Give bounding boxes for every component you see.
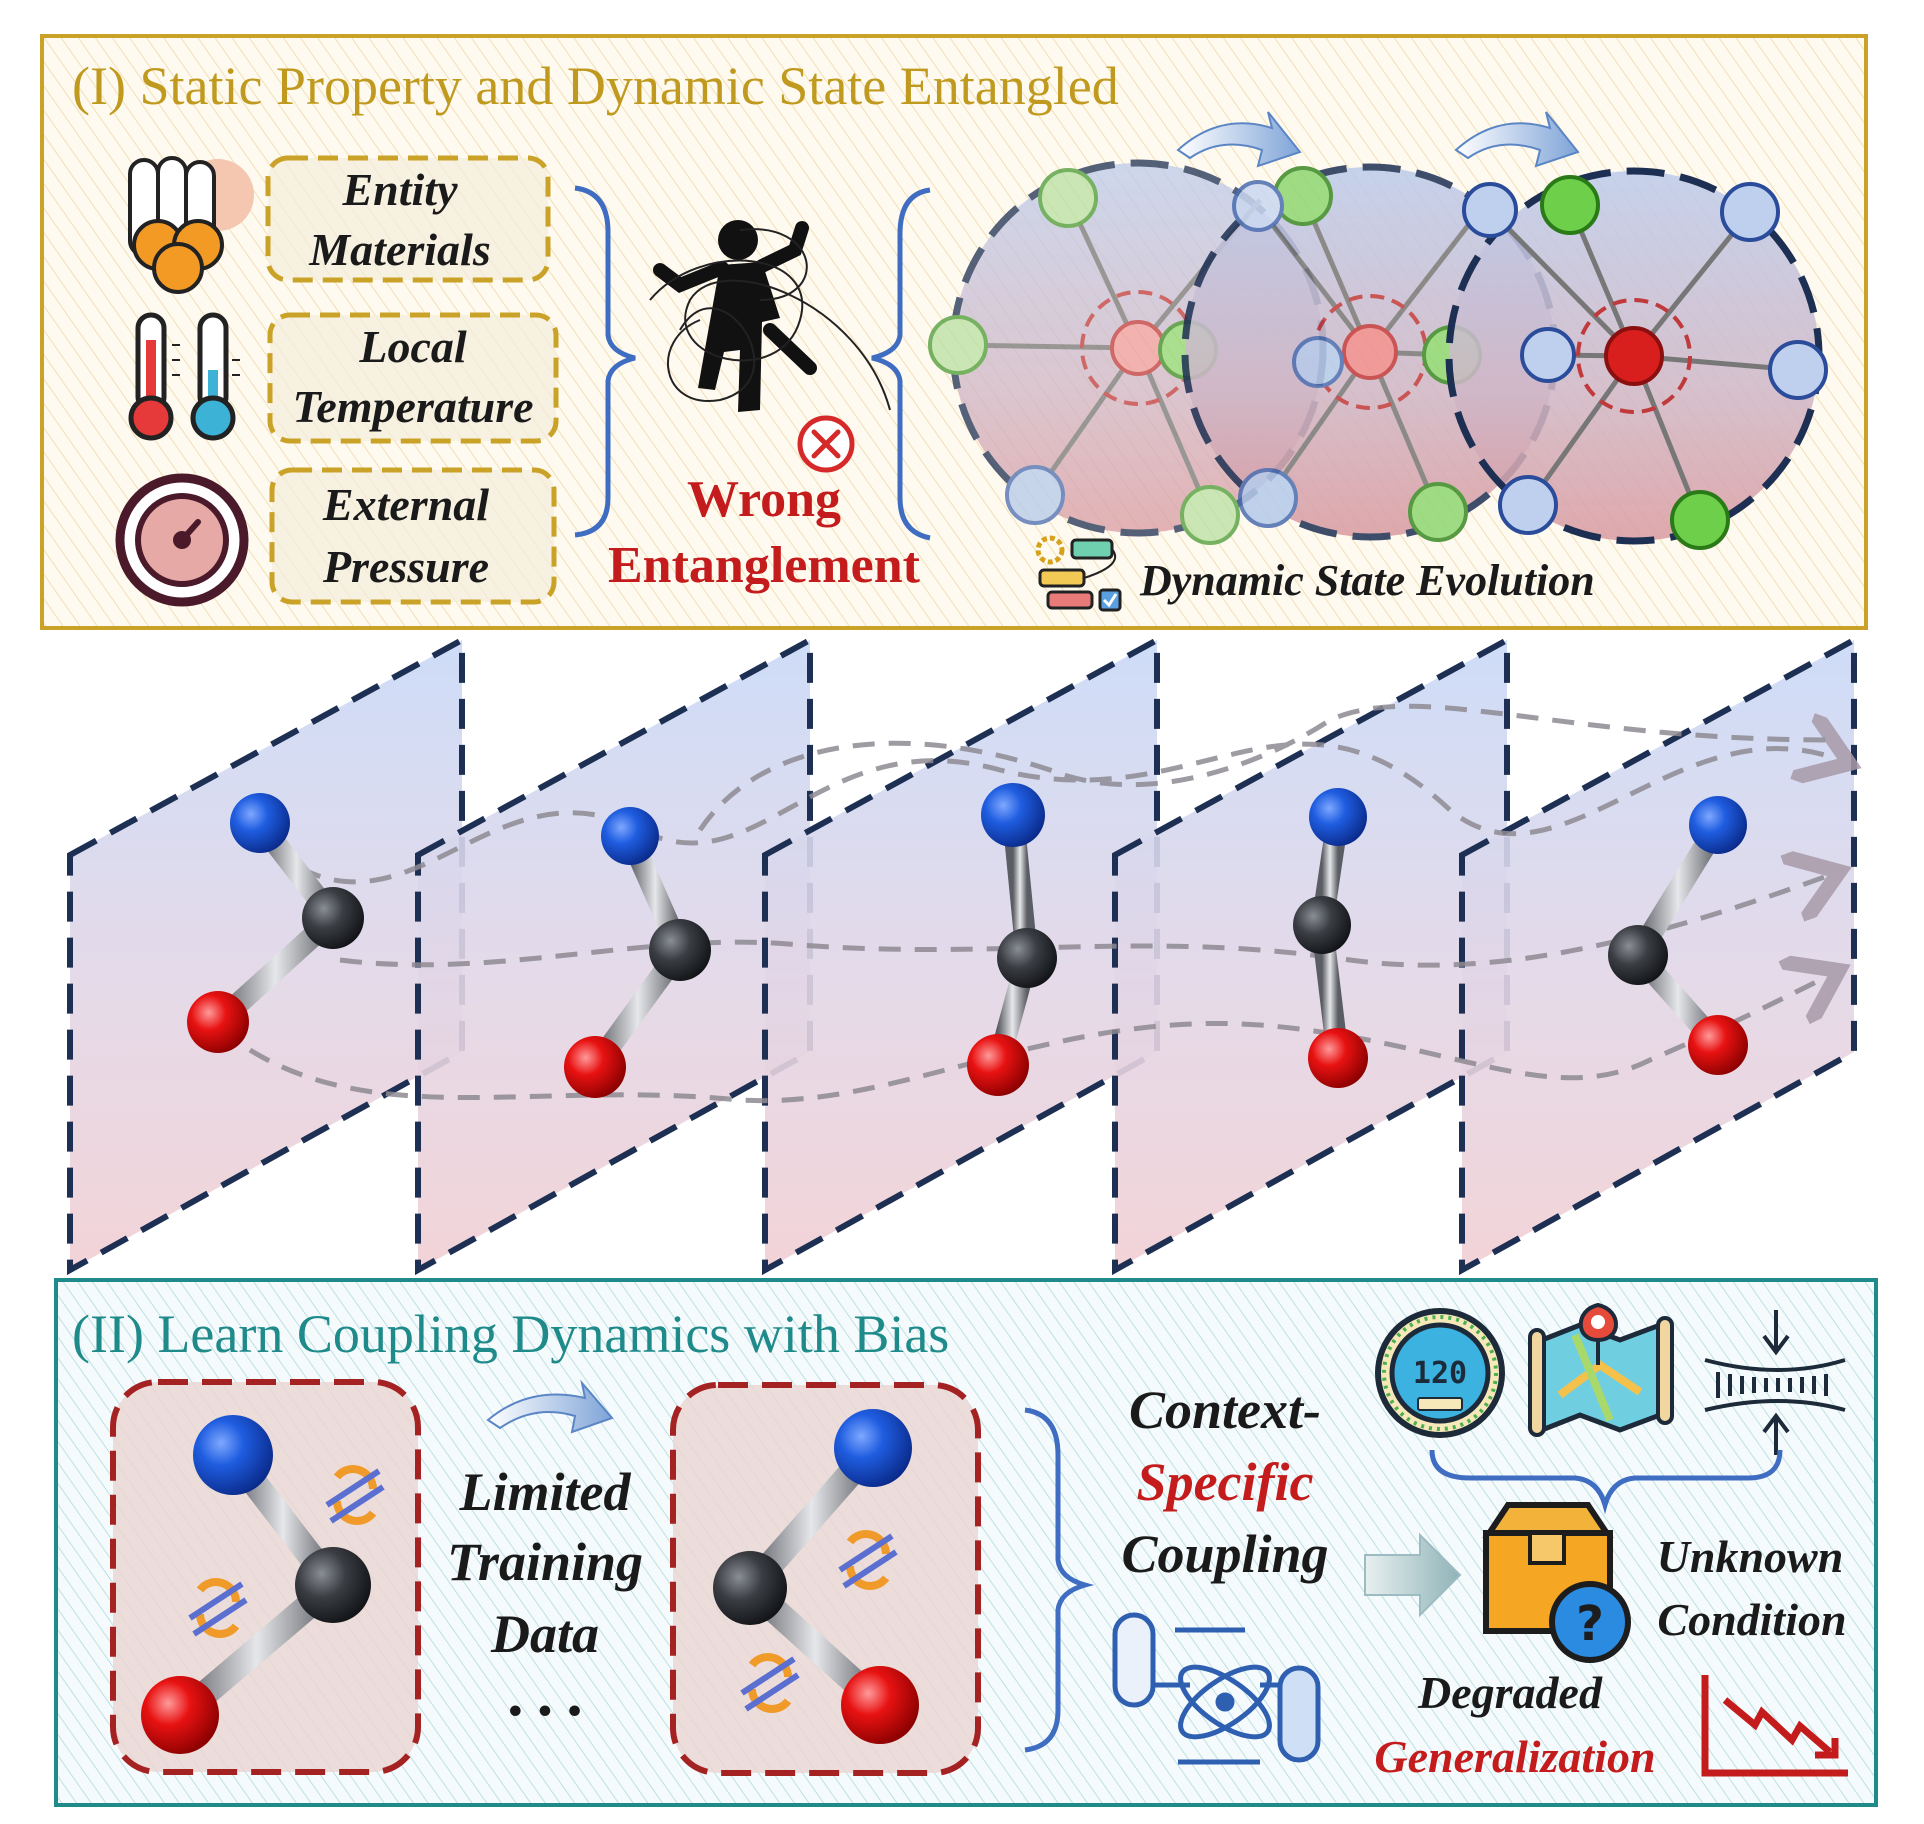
panel-static-dynamic: (I) Static Property and Dynamic State En… (40, 34, 1868, 630)
factor-label-3a: External (322, 479, 489, 530)
decline-chart-icon (1701, 1675, 1848, 1777)
specific-label: Specific (1137, 1452, 1314, 1512)
generalization-label: Generalization (1374, 1731, 1655, 1782)
speedometer-icon: 120 (1375, 1308, 1505, 1438)
nitrogen-atom (834, 1409, 912, 1487)
molecule-1 (187, 793, 364, 1053)
oxygen-atom (1308, 1028, 1368, 1088)
oxygen-atom (564, 1036, 626, 1098)
compression-icon (1704, 1310, 1846, 1455)
molecule-4 (1293, 788, 1368, 1088)
factor-box-materials: Entity Materials (265, 155, 551, 283)
evolution-label: Dynamic State Evolution (1139, 556, 1595, 605)
atom-coupling-icon (1112, 1612, 1321, 1765)
carbon-atom (997, 928, 1057, 988)
training-label: Training (447, 1532, 643, 1592)
entanglement-label: Entanglement (608, 537, 921, 594)
oxygen-atom (141, 1676, 219, 1754)
wrong-label: Wrong (687, 471, 841, 528)
state-graph-3 (1445, 167, 1828, 550)
nitrogen-atom (230, 793, 290, 853)
trajectory-upper (697, 703, 1831, 832)
condition-arrow (1364, 1532, 1462, 1618)
molecule-5 (1608, 796, 1748, 1075)
svg-text:?: ? (1576, 1596, 1604, 1652)
factor-label-1b: Materials (308, 224, 490, 275)
condition-label: Condition (1657, 1594, 1846, 1645)
coupling-label: Coupling (1121, 1524, 1328, 1584)
workflow-icon (1035, 535, 1122, 612)
error-x-icon (797, 415, 855, 473)
evolution-arrow-1 (1176, 111, 1302, 168)
trajectory-paths (248, 703, 1840, 1104)
factor-box-temperature: Local Temperature (267, 312, 559, 444)
coupling-icon (325, 1465, 385, 1525)
carbon-atom (713, 1551, 787, 1625)
panel2-title: (II) Learn Coupling Dynamics with Bias (72, 1304, 949, 1364)
cylinders-icon (128, 156, 254, 294)
plane-3 (762, 634, 1160, 1276)
factor-label-1a: Entity (341, 164, 458, 215)
nitrogen-atom (981, 783, 1045, 847)
entangled-person-icon (649, 220, 891, 412)
samples-brace (1024, 1407, 1095, 1753)
carbon-atom (295, 1547, 371, 1623)
carbon-atom (302, 887, 364, 949)
ellipsis: • • • (506, 1695, 584, 1730)
unknown-box-icon: ? (1482, 1502, 1631, 1663)
oxygen-atom (1688, 1015, 1748, 1075)
oxygen-atom (187, 991, 249, 1053)
data-label: Data (490, 1604, 599, 1664)
trajectory-carbon (339, 875, 1830, 968)
training-sample-1 (110, 1379, 421, 1775)
coupling-icon (188, 1578, 248, 1638)
carbon-atom (1608, 925, 1668, 985)
trajectory-red (248, 975, 1830, 1104)
factors-brace (574, 185, 636, 538)
oxygen-atom (841, 1666, 919, 1744)
coupling-icon (740, 1653, 800, 1713)
factor-label-2a: Local (358, 321, 467, 372)
molecule-2 (564, 807, 711, 1098)
limited-label: Limited (459, 1462, 632, 1522)
plane-1 (67, 634, 465, 1276)
map-pin-icon (1528, 1302, 1674, 1437)
panel1-title: (I) Static Property and Dynamic State En… (72, 56, 1119, 116)
molecule-planes (67, 634, 1854, 1276)
evolution-arrow-2 (1454, 111, 1580, 168)
factor-label-3b: Pressure (322, 541, 489, 592)
molecule-3 (967, 783, 1057, 1096)
speedometer-value: 120 (1413, 1356, 1467, 1391)
nitrogen-atom (601, 807, 659, 865)
nitrogen-atom (193, 1415, 273, 1495)
thermometer-icon (128, 312, 240, 441)
oxygen-atom (967, 1034, 1029, 1096)
context-label: Context- (1129, 1380, 1321, 1440)
trajectory-blue (298, 744, 1840, 885)
nitrogen-atom (1309, 788, 1367, 846)
coupling-icon (838, 1530, 898, 1590)
sample-arrow (486, 1379, 614, 1434)
condition-brace (1429, 1449, 1783, 1515)
carbon-atom (649, 919, 711, 981)
factor-label-2b: Temperature (292, 381, 533, 432)
panel-coupling-bias: (II) Learn Coupling Dynamics with Bias (54, 1278, 1878, 1807)
factor-box-pressure: External Pressure (269, 467, 557, 605)
degraded-label: Degraded (1417, 1667, 1603, 1718)
carbon-atom (1293, 896, 1351, 954)
graphs-brace (871, 187, 931, 541)
pressure-gauge-icon (115, 473, 249, 607)
plane-2 (415, 634, 813, 1276)
unknown-label: Unknown (1657, 1531, 1844, 1582)
training-sample-2 (670, 1382, 981, 1776)
nitrogen-atom (1689, 796, 1747, 854)
